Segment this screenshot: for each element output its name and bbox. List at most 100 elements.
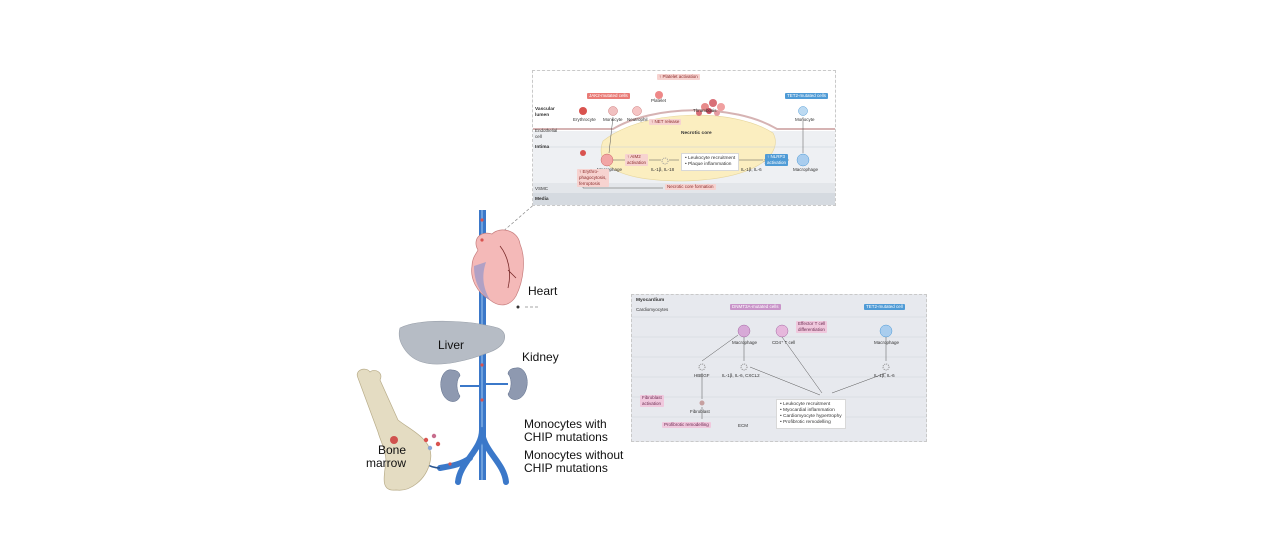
heart-vessel-shading — [474, 262, 490, 300]
label-endothelial-cell: Endothelial cell — [535, 128, 558, 139]
profibrotic-remodelling-tag: Profibrotic remodelling — [662, 422, 711, 428]
dnmt3a-tag: DNMT3A-mutated cells — [730, 304, 781, 310]
ecm-label: ECM — [738, 423, 748, 428]
macrophage-right-label: Macrophage — [793, 167, 819, 172]
erythrocyte-label: Erythrocyte — [573, 117, 596, 122]
bone-marrow-label: Bone marrow — [366, 443, 407, 470]
plaque-outcome-item: • Leukocyte recruitment — [685, 156, 736, 161]
platelet-cell — [655, 91, 663, 99]
monocyte-right-label: Monocyte — [795, 117, 815, 122]
monocyte-cell-right — [798, 106, 808, 116]
nlrp3-tag: ↑ NLRP3 activation — [765, 154, 789, 166]
monocytes-without-label: Monocytes without CHIP mutations — [524, 448, 624, 475]
cardiomyocytes-label: Cardiomyocytes — [636, 307, 669, 312]
erythrocyte-intima — [580, 150, 586, 156]
erythrophagocytosis-tag: ↑ Erythro- phagocytosis, ferroptosis — [577, 169, 609, 187]
il-right-label: IL-1β, IL-6 — [874, 373, 895, 378]
necrotic-core-formation-tag: Necrotic core formation — [665, 184, 716, 190]
endothelium-line — [533, 109, 835, 130]
arrow-macro-to-hbegf — [701, 334, 739, 362]
coronary-artery — [499, 245, 517, 289]
arrow-il-to-bullets — [749, 366, 821, 396]
il-right-label: IL-1β, IL-6 — [741, 167, 762, 172]
iliac-branches — [437, 427, 509, 485]
released-cell — [435, 441, 441, 447]
cd4-label: CD4⁺ T cell — [772, 340, 796, 345]
macrophage-cell-left — [600, 153, 614, 167]
plaque-outcome-item: • Plaque inflammation — [685, 162, 732, 167]
label-media: Media — [535, 197, 549, 202]
erythrocyte-cell — [579, 107, 587, 115]
kidney-left — [440, 369, 461, 402]
media-layer — [533, 193, 835, 205]
arrow-monocyte-down — [608, 116, 614, 154]
liver-label: Liver — [438, 338, 465, 352]
cell-marker — [480, 218, 484, 222]
released-cell — [427, 445, 433, 451]
cytokine-dots-mid — [740, 363, 748, 371]
kidney-label: Kidney — [522, 350, 559, 364]
myocardium-label: Myocardium — [636, 298, 665, 303]
tet2-cell-tag: TET2-mutated cell — [864, 304, 905, 310]
neutrophil-cell — [632, 106, 642, 116]
cytokine-dots-right — [882, 363, 890, 371]
myocardium-panel: Myocardium Cardiomyocytes DNMT3A-mutated… — [631, 294, 927, 442]
released-cell — [431, 433, 437, 439]
arrow-cd4-to-bullets — [781, 336, 823, 394]
myocardium-panel-background — [632, 316, 926, 419]
necrotic-core-label: Necrotic core — [681, 131, 712, 136]
fibroblast-cell — [699, 400, 705, 406]
myocardial-outcome-item: • Profibrotic remodelling — [780, 420, 831, 425]
kidney-right — [507, 367, 528, 400]
thrombus — [696, 99, 725, 116]
net-release-tag: ↑ NET release — [649, 119, 682, 125]
macrophage-right-label: Macrophage — [874, 340, 900, 345]
hbegf-label: HBEGF — [694, 373, 710, 378]
aim2-tag: ↑ AIM2 activation — [625, 154, 649, 166]
monocytes-with-label: Monocytes with CHIP mutations — [524, 417, 608, 444]
platelet-label: Platelet — [651, 98, 667, 103]
fibroblast-label: Fibroblast — [690, 409, 710, 414]
anatomy-illustration — [356, 200, 540, 491]
label-vascular-lumen: Vascular lumen — [535, 107, 555, 118]
monocyte-cell-left — [608, 106, 618, 116]
released-cell — [423, 437, 429, 443]
cell-marker — [448, 462, 452, 466]
plaque-outcomes-box: • Leukocyte recruitment • Plaque inflamm… — [681, 153, 740, 171]
macrophage-cell-left — [737, 324, 751, 338]
monocyte-left-label: Monocyte — [603, 117, 623, 122]
heart-marker — [516, 305, 520, 309]
macrophage-cell-right — [879, 324, 893, 338]
heart-organ — [471, 229, 524, 306]
cell-marker — [480, 398, 484, 402]
myocardial-outcomes-box: • Leukocyte recruitment • Myocardial inf… — [776, 399, 846, 429]
arrow-right-il-to-bullets — [831, 372, 887, 394]
il-mid-label: IL-1β, IL-6, CXCL2 — [722, 373, 760, 378]
myocardial-outcome-item: • Myocardial inflammation — [780, 408, 835, 413]
platelet-activation-tag: ↑ Platelet activation — [657, 74, 700, 80]
neutrophil-label: Neutrophil — [627, 117, 648, 122]
effector-tag: Effector T cell differentiation — [796, 321, 828, 333]
cytokine-dots-hbegf — [698, 363, 706, 371]
thrombosis-label: Thrombosis — [693, 108, 717, 113]
bone — [356, 368, 432, 491]
heart-label: Heart — [528, 284, 558, 298]
liver-organ — [398, 320, 505, 365]
cell-marker — [480, 238, 484, 242]
cytokine-dots-left — [661, 157, 669, 165]
cd4-cell — [775, 324, 789, 338]
label-vsmc: VSMC — [535, 186, 549, 191]
label-intima: Intima — [535, 145, 550, 150]
tet2-tag: TET2-mutated cells — [785, 93, 829, 99]
macrophage-left-label: Macrophage — [597, 167, 623, 172]
myocardial-outcome-item: • Cardiomyocyte hypertrophy — [780, 414, 842, 419]
macrophage-cell-right — [796, 153, 810, 167]
cell-marker — [480, 363, 484, 367]
myocardial-outcome-item: • Leukocyte recruitment — [780, 402, 831, 407]
fibroblast-activation-tag: Fibroblast activation — [640, 395, 664, 407]
jak2-tag: JAK2-mutated cells — [587, 93, 630, 99]
macrophage-left-label: Macrophage — [732, 340, 758, 345]
artery-panel: Vascular lumen Endothelial cell Intima V… — [532, 70, 836, 206]
il-left-label: IL-1β, IL-18 — [651, 167, 675, 172]
marrow-spot — [390, 436, 398, 444]
